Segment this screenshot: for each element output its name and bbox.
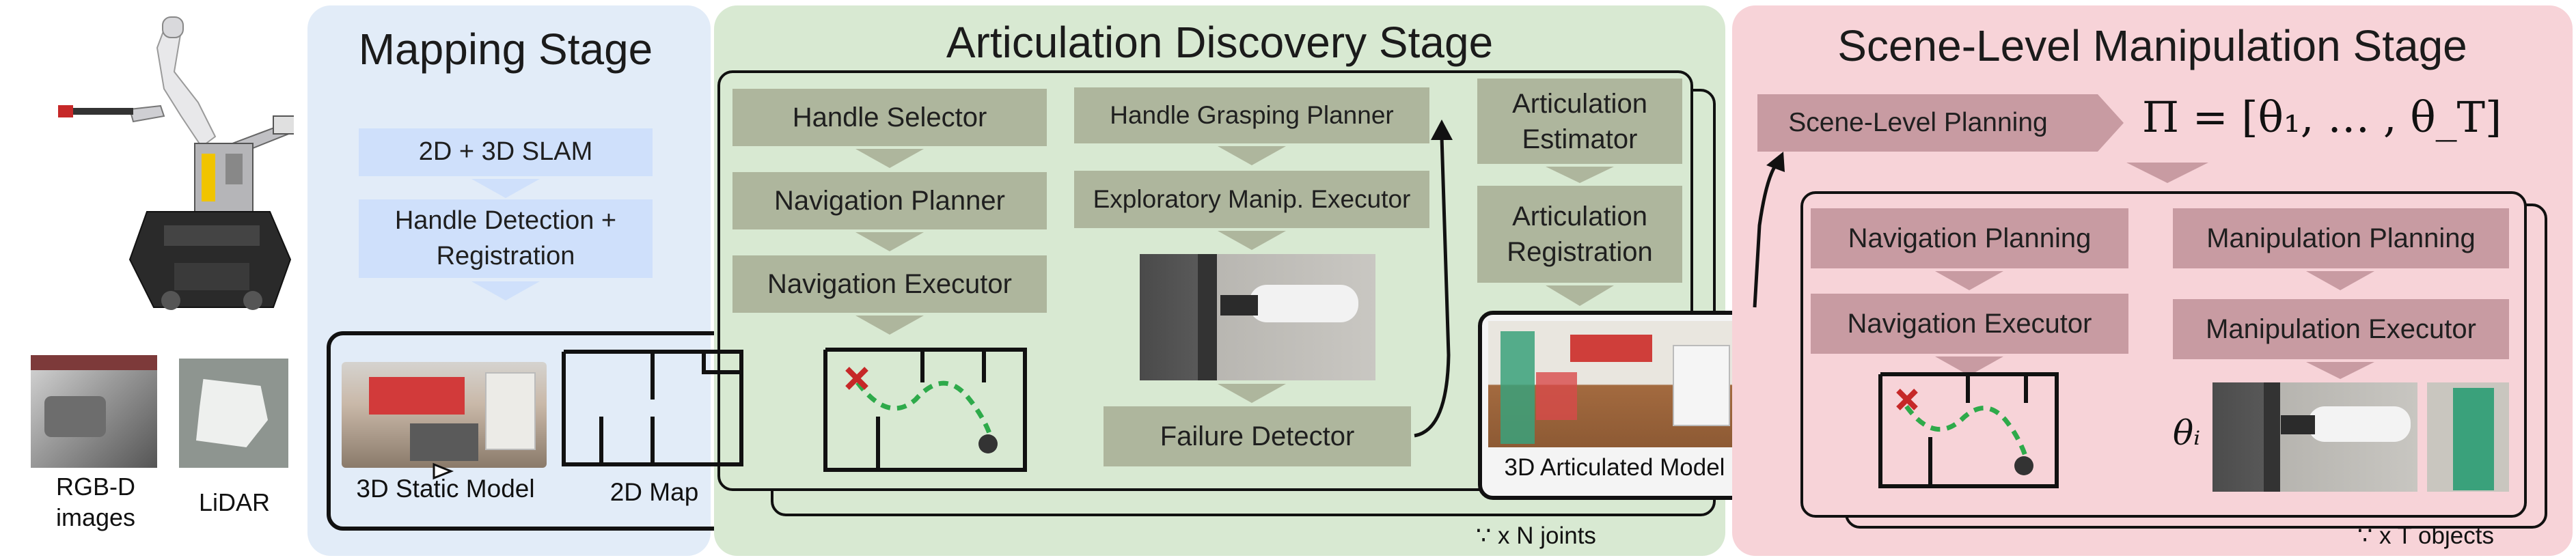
articulation-repeat-label: ∵ x N joints <box>1476 522 1596 549</box>
scene-planning-arrow <box>2079 94 2124 152</box>
navigation-planner-box: Navigation Planner <box>732 172 1047 229</box>
manipulation-planning-box: Manipulation Planning <box>2173 208 2509 268</box>
navigation-executor-box: Navigation Executor <box>732 255 1047 313</box>
arrow-manexec-to-photo <box>2306 362 2374 379</box>
map-label: 2D Map <box>609 478 699 506</box>
nav-path-scene <box>1904 404 2029 459</box>
manipulation-photo <box>1140 254 1375 380</box>
navigation-planning-box: Navigation Planning <box>1811 208 2128 268</box>
articulation-registration-box: Articulation Registration <box>1477 186 1682 283</box>
arrow-navexec-to-map <box>1935 356 2003 376</box>
rgbd-label: RGB-D images <box>55 473 136 531</box>
static-model-label: 3D Static Model <box>356 475 535 503</box>
model-to-scene-arrow <box>1753 163 1779 308</box>
robot-photo <box>27 7 294 321</box>
failure-detector-box: Failure Detector <box>1104 406 1411 466</box>
arrow-selector-to-planner <box>855 149 924 168</box>
manipulation-executor-box: Manipulation Executor <box>2173 299 2509 359</box>
mapping-arrow-2 <box>471 281 540 300</box>
scene-joint-photo <box>2427 382 2509 492</box>
scene-navigation-executor-box: Navigation Executor <box>1811 294 2128 354</box>
arrow-photo-to-failure <box>1218 384 1286 403</box>
arrow-grasp-to-manip <box>1218 146 1286 165</box>
nav-path-articulation <box>855 380 994 438</box>
articulated-model-image <box>1488 321 1742 447</box>
arrow-manip-to-photo <box>1218 231 1286 250</box>
robot-illustration <box>58 16 294 310</box>
nav-map-articulation <box>823 348 1027 472</box>
formula-down-arrow <box>2126 163 2208 183</box>
articulation-stage-title: Articulation Discovery Stage <box>946 18 1494 67</box>
manip-executor-box: Exploratory Manip. Executor <box>1074 171 1429 228</box>
rgbd-image <box>31 355 157 468</box>
slam-box: 2D + 3D SLAM <box>359 128 653 176</box>
arrow-executor-to-map <box>855 316 924 335</box>
plan-formula: Π = [θ₁, … , θ_T] <box>2142 92 2502 142</box>
scene-repeat-label: ∵ x T objects <box>2357 522 2494 549</box>
arrow-manplan-to-manexec <box>2306 271 2374 290</box>
arrow-estimator-to-registration <box>1546 167 1614 183</box>
nav-map-scene <box>1878 372 2059 488</box>
lidar-label: LiDAR <box>198 488 271 516</box>
mapping-arrow-1 <box>471 179 540 198</box>
handle-selector-box: Handle Selector <box>732 89 1047 146</box>
static-model-cursor <box>433 462 454 480</box>
failure-to-estimator-arrow <box>1414 136 1451 438</box>
lidar-image <box>179 359 288 468</box>
articulated-model-label: 3D Articulated Model <box>1504 454 1725 481</box>
scene-stage-title: Scene-Level Manipulation Stage <box>1837 21 2467 70</box>
static-model-image <box>342 362 547 468</box>
mapping-stage-title: Mapping Stage <box>358 25 653 74</box>
arrow-planner-to-executor <box>855 232 924 251</box>
robot-marker-articulation <box>978 434 998 453</box>
x-mark-scene <box>1896 389 1918 410</box>
arrow-registration-to-model <box>1546 285 1614 306</box>
robot-marker-scene <box>2014 456 2033 475</box>
grasping-planner-box: Handle Grasping Planner <box>1074 87 1429 143</box>
arrow-navplan-to-navexec <box>1935 271 2003 290</box>
handle-detection-box: Handle Detection + Registration <box>359 199 653 278</box>
scene-manipulation-photo <box>2212 382 2417 492</box>
articulation-estimator-box: Articulation Estimator <box>1477 79 1682 164</box>
map-drawing <box>562 350 743 466</box>
scene-planning-box: Scene-Level Planning <box>1757 94 2079 152</box>
theta-label: θᵢ <box>2173 413 2201 453</box>
x-mark-articulation <box>845 367 868 390</box>
